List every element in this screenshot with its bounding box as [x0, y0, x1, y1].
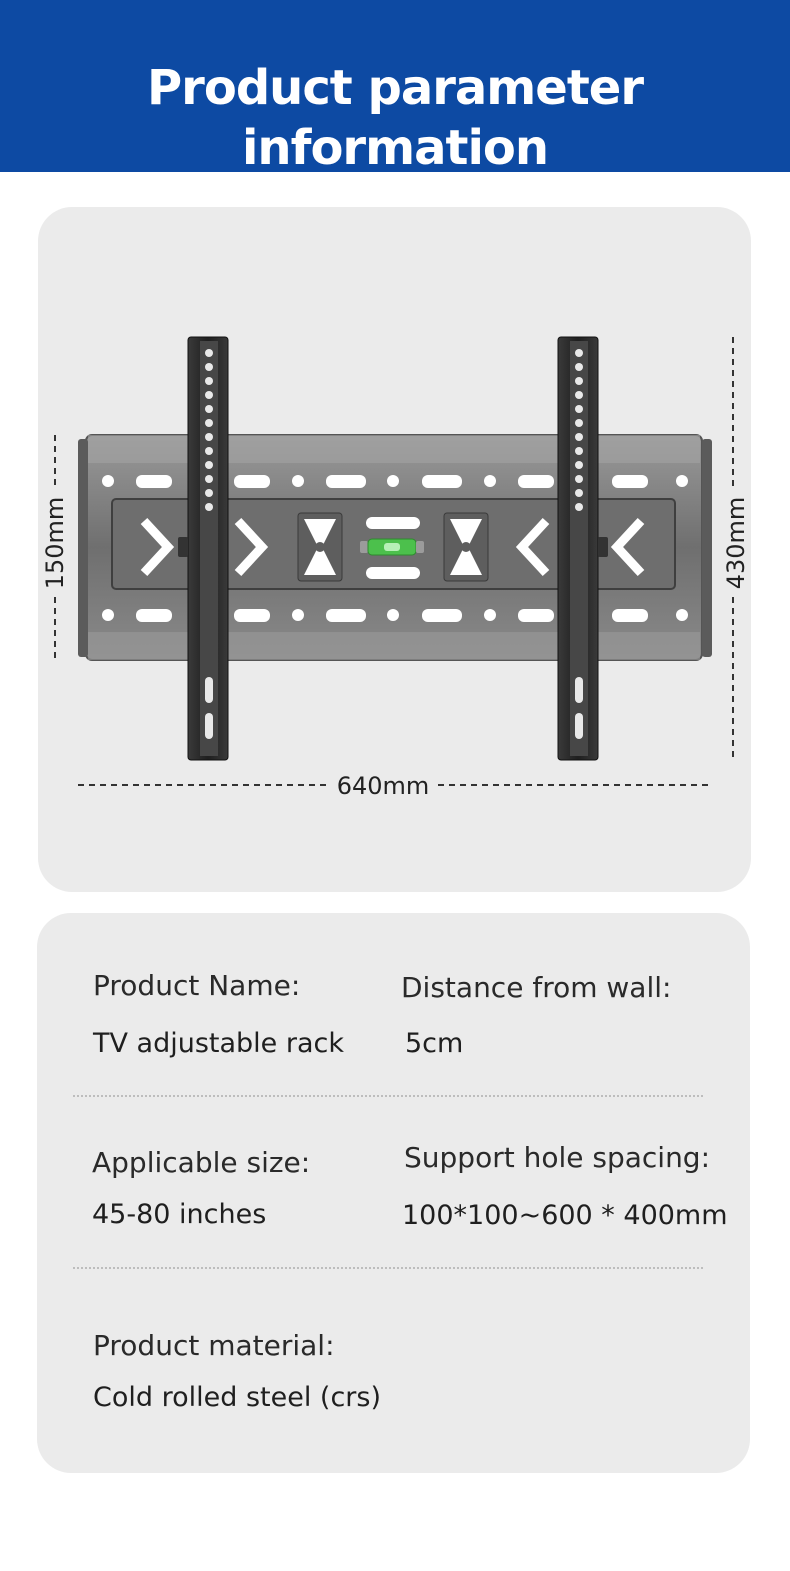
wall-plate: [78, 434, 712, 661]
support-hole-spacing-label: Support hole spacing:: [404, 1141, 711, 1174]
diagram-card: 640mm 150mm 430mm: [38, 207, 751, 892]
applicable-size-value: 45-80 inches: [92, 1199, 267, 1230]
chevron-cutouts: [140, 517, 645, 577]
bubble-level: [360, 538, 424, 556]
header-banner: Product parameter information: [0, 0, 790, 176]
specs-card: Product Name: TV adjustable rack Distanc…: [37, 913, 750, 1473]
applicable-size-label: Applicable size:: [92, 1146, 311, 1179]
right-upright-bracket: [557, 336, 608, 761]
product-material-label: Product material:: [93, 1329, 335, 1362]
dimension-lines: [54, 337, 734, 786]
width-dimension-label: 640mm: [337, 772, 430, 800]
distance-from-wall-label: Distance from wall:: [401, 971, 672, 1004]
product-name-value: TV adjustable rack: [93, 1028, 345, 1059]
vesa-x-cutouts: [297, 512, 489, 582]
divider: [73, 1267, 703, 1269]
right-height-dimension-label: 430mm: [722, 497, 750, 590]
center-slots: [366, 517, 420, 579]
support-hole-spacing-value: 100*100~600 * 400mm: [402, 1200, 728, 1231]
distance-from-wall-value: 5cm: [405, 1028, 464, 1059]
tv-mount-diagram: 640mm 150mm 430mm: [41, 336, 750, 800]
left-upright-bracket: [178, 336, 229, 761]
product-name-label: Product Name:: [93, 969, 301, 1002]
divider: [73, 1095, 703, 1097]
page-title: Product parameter information: [146, 60, 644, 176]
product-material-value: Cold rolled steel (crs): [93, 1382, 381, 1413]
left-height-dimension-label: 150mm: [41, 497, 69, 590]
